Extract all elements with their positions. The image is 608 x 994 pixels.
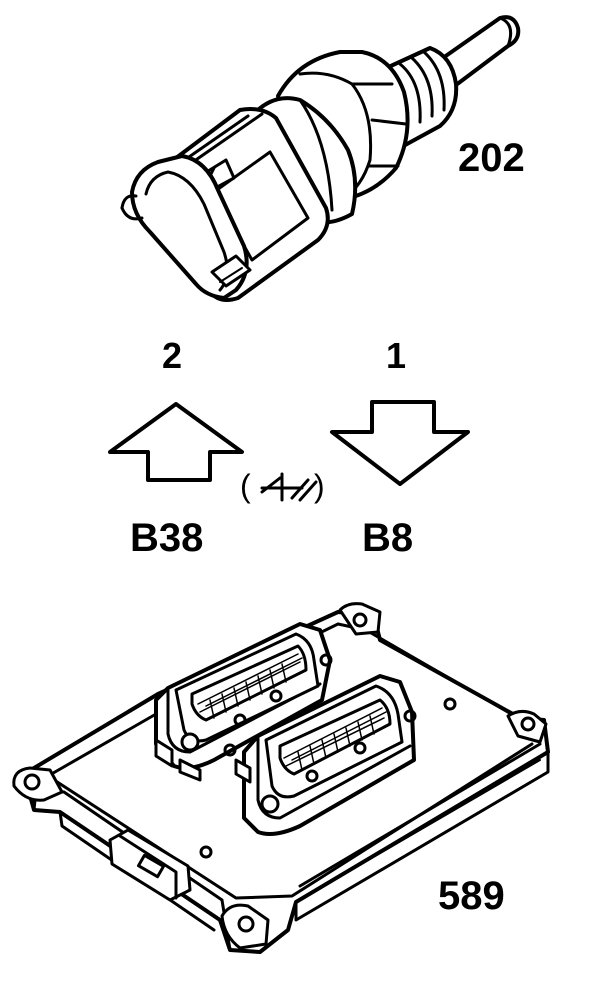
ecu-front-bracket [108, 828, 192, 902]
ecu-reference-number: 589 [438, 874, 505, 918]
arrow-down-b8 [330, 400, 470, 486]
ecu-mounting-ears [12, 602, 548, 950]
ground-bracket-open: ( [240, 468, 251, 504]
terminal-label-b38: B38 [130, 516, 204, 560]
sensor-drawing [120, 15, 521, 302]
pin-label-b8: 1 [386, 335, 407, 376]
sensor-probe [438, 15, 521, 90]
sensor-connector [120, 107, 330, 302]
ecu-drawing [12, 602, 550, 954]
ground-bracket-close: ) [314, 468, 325, 504]
ecu-connector-2 [223, 674, 417, 836]
ecu-connector-1 [154, 622, 333, 782]
terminal-label-b8: B8 [362, 516, 414, 560]
arrow-up-b38 [108, 402, 244, 482]
ground-icon [260, 472, 318, 502]
pin-label-b38: 2 [162, 335, 183, 376]
sensor-reference-number: 202 [458, 136, 525, 180]
